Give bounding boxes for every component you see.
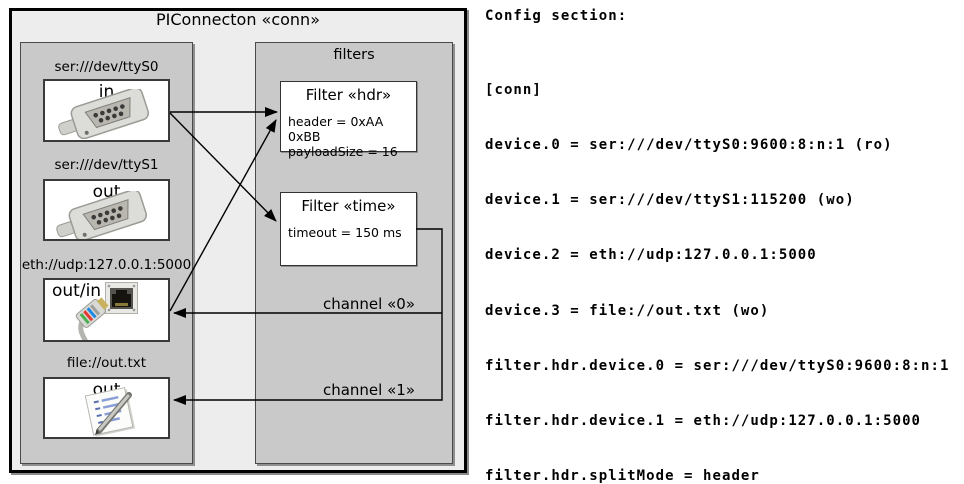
diagram-title: PIConnecton «conn» xyxy=(156,10,320,29)
device-url-ttyS1: ser:///dev/ttyS1 xyxy=(54,157,159,173)
device-box-file: out xyxy=(43,377,170,439)
config-line: filter.hdr.device.0 = ser:///dev/ttyS0:9… xyxy=(485,357,950,374)
config-line: device.0 = ser:///dev/ttyS0:9600:8:n:1 (… xyxy=(485,137,893,154)
channel-1-label: channel «1» xyxy=(322,381,415,399)
device-url-eth: eth://udp:127.0.0.1:5000 xyxy=(21,257,192,273)
serial-connector-icon xyxy=(58,89,150,139)
ethernet-cable-icon xyxy=(75,297,109,340)
config-section-heading: Config section: xyxy=(485,8,628,24)
config-section-body: [conn] device.0 = ser:///dev/ttyS0:9600:… xyxy=(485,44,959,484)
ethernet-port-icon xyxy=(105,282,138,314)
device-url-ttyS0: ser:///dev/ttyS0 xyxy=(54,59,159,75)
config-line: filter.hdr.splitMode = header xyxy=(485,468,760,484)
config-line: [conn] xyxy=(485,81,542,98)
device-box-ttyS1: out xyxy=(43,179,170,241)
filter-hdr-box: Filter «hdr» header = 0xAA 0xBB payloadS… xyxy=(280,81,417,159)
device-url-file: file://out.txt xyxy=(66,355,147,371)
filter-hdr-title: Filter «hdr» xyxy=(305,86,392,104)
devices-panel: ser:///dev/ttyS0 in ser:///dev/ttyS1 xyxy=(20,42,193,464)
filter-time-title: Filter «time» xyxy=(301,197,396,215)
config-line: filter.hdr.device.1 = eth://udp:127.0.0.… xyxy=(485,413,922,430)
config-line: device.1 = ser:///dev/ttyS1:115200 (wo) xyxy=(485,192,855,209)
notepad-icon xyxy=(84,387,136,437)
config-line: device.2 = eth://udp:127.0.0.1:5000 xyxy=(485,247,817,264)
device-box-eth: out/in xyxy=(43,278,170,342)
filter-hdr-attr-payload: payloadSize = 16 xyxy=(288,144,398,159)
device-direction: out/in xyxy=(52,281,102,301)
filters-panel: filters Filter «hdr» header = 0xAA 0xBB … xyxy=(255,42,453,464)
filter-time-box: Filter «time» timeout = 150 ms xyxy=(280,192,417,266)
filter-hdr-attr-header: header = 0xAA 0xBB xyxy=(288,114,384,144)
serial-connector-icon xyxy=(56,191,148,239)
filter-time-attr-timeout: timeout = 150 ms xyxy=(288,225,402,240)
filters-panel-title: filters xyxy=(333,47,375,63)
channel-0-label: channel «0» xyxy=(322,295,415,313)
config-line: device.3 = file://out.txt (wo) xyxy=(485,302,770,319)
device-box-ttyS0: in xyxy=(43,79,170,142)
